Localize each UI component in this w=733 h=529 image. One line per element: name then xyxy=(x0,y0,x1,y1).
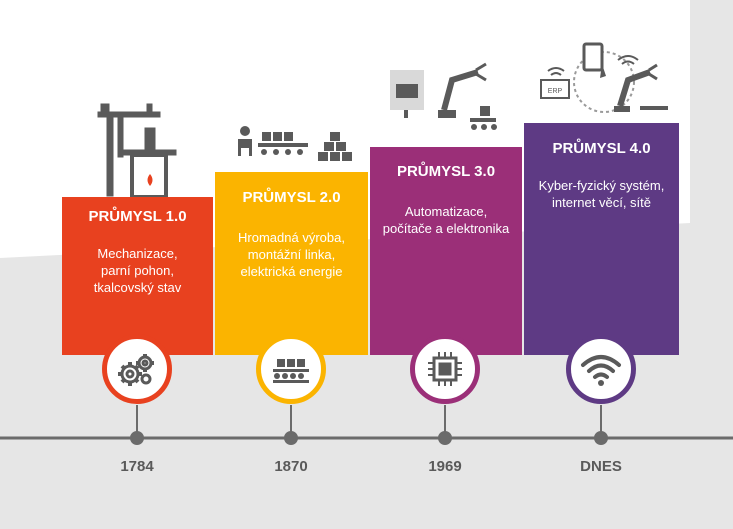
year-1: 1784 xyxy=(120,458,154,475)
industry-3-description: Automatizace, počítače a elektronika xyxy=(382,204,510,236)
assembly-line-icon xyxy=(238,126,352,161)
industry-4-description: Kyber-fyzický systém, internet věcí, sít… xyxy=(538,178,665,210)
industry-2-description: Hromadná výroba, montážní linka, elektri… xyxy=(238,230,345,279)
steam-engine-icon xyxy=(97,103,177,199)
conveyor-icon xyxy=(273,359,309,383)
timeline-dot-3 xyxy=(438,431,452,445)
industry-3-column: PRŮMYSL 3.0 Automatizace, počítače a ele… xyxy=(370,147,522,355)
industry-2-column: PRŮMYSL 2.0 Hromadná výroba, montážní li… xyxy=(215,172,368,355)
gears-icon-circle xyxy=(102,334,172,404)
chip-icon xyxy=(428,352,462,386)
timeline-dot-2 xyxy=(284,431,298,445)
cyber-physical-icon xyxy=(540,42,668,113)
robot-computer-icon xyxy=(390,62,497,130)
year-3: 1969 xyxy=(428,458,462,475)
year-4: DNES xyxy=(580,458,622,475)
erp-label: ERP xyxy=(548,88,563,95)
wifi-icon-circle xyxy=(566,334,636,404)
timeline-dot-4 xyxy=(594,431,608,445)
industry-1-description: Mechanizace, parní pohon, tkalcovský sta… xyxy=(93,246,182,295)
industry-1-column: PRŮMYSL 1.0 Mechanizace, parní pohon, tk… xyxy=(62,197,213,355)
industry-4-column: PRŮMYSL 4.0 Kyber-fyzický systém, intern… xyxy=(524,123,679,355)
gears-icon xyxy=(118,354,154,386)
chip-icon-circle xyxy=(410,334,480,404)
year-2: 1870 xyxy=(274,458,308,475)
timeline-dot-1 xyxy=(130,431,144,445)
wifi-icon xyxy=(581,355,621,386)
industry-4-title: PRŮMYSL 4.0 xyxy=(552,140,651,157)
industry-1-title: PRŮMYSL 1.0 xyxy=(88,208,187,225)
conveyor-icon-circle xyxy=(256,334,326,404)
industry-2-title: PRŮMYSL 2.0 xyxy=(242,189,341,206)
industry-3-title: PRŮMYSL 3.0 xyxy=(396,163,496,180)
